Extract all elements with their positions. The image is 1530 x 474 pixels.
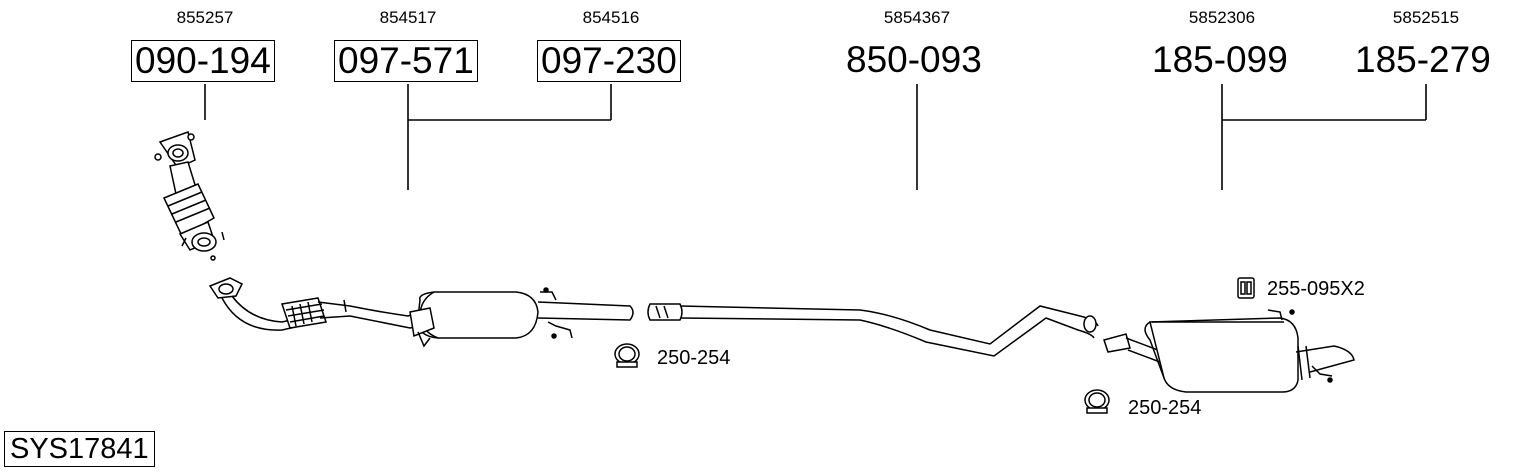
- rubber-mount-icon: [1237, 277, 1255, 299]
- part-number-front[interactable]: 090-194: [131, 40, 275, 82]
- accessory-clamp-front-label[interactable]: 250-254: [657, 347, 731, 369]
- oe-number-mid2: 854516: [582, 8, 640, 27]
- oe-number-rear1: 5852306: [1188, 8, 1256, 27]
- front-pipe-drawing: [208, 277, 634, 348]
- oe-number-front: 855257: [176, 8, 234, 27]
- part-number-pipe[interactable]: 850-093: [846, 39, 982, 80]
- accessory-rubber-label[interactable]: 255-095X2: [1267, 278, 1365, 300]
- part-number-mid1[interactable]: 097-571: [334, 40, 478, 82]
- part-number-rear2[interactable]: 185-279: [1355, 39, 1491, 80]
- intermediate-pipe-drawing: [647, 303, 1099, 357]
- part-number-mid2[interactable]: 097-230: [537, 40, 681, 82]
- clamp-icon: [614, 343, 640, 368]
- accessory-clamp-rear-label[interactable]: 250-254: [1128, 397, 1202, 419]
- part-number-rear1[interactable]: 185-099: [1152, 39, 1288, 80]
- rear-silencer-drawing: [1103, 309, 1355, 393]
- clamp-icon: [1084, 389, 1110, 414]
- system-code: SYS17841: [4, 431, 155, 467]
- catalytic-converter-drawing: [154, 131, 225, 261]
- oe-number-rear2: 5852515: [1392, 8, 1460, 27]
- oe-number-mid1: 854517: [379, 8, 437, 27]
- oe-number-pipe: 5854367: [883, 8, 951, 27]
